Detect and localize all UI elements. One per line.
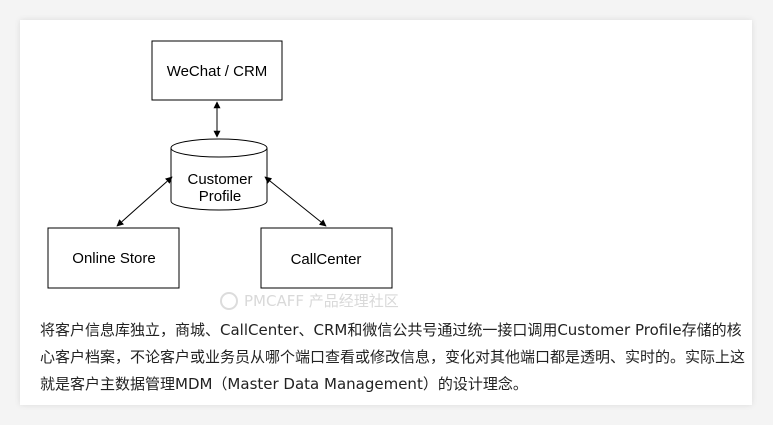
callcenter-label: CallCenter xyxy=(291,251,362,268)
pmcaff-logo-icon xyxy=(220,291,238,310)
customer-profile-node: Customer Profile xyxy=(170,138,268,211)
customer-profile-label-line2: Profile xyxy=(199,188,242,205)
watermark-text: PMCAFF 产品经理社区 xyxy=(244,292,399,310)
online-store-node: Online Store xyxy=(47,227,180,289)
wechat-crm-node: WeChat / CRM xyxy=(151,40,283,101)
wechat-crm-label: WeChat / CRM xyxy=(167,63,268,80)
caption-paragraph: 将客户信息库独立，商城、CallCenter、CRM和微信公共号通过统一接口调用… xyxy=(40,321,746,393)
customer-profile-label-line1: Customer xyxy=(187,171,252,188)
architecture-diagram: WeChat / CRM Customer Profile Online Sto… xyxy=(47,40,393,289)
content-card: WeChat / CRM Customer Profile Online Sto… xyxy=(20,20,752,405)
edge-onlinestore-profile xyxy=(116,176,173,227)
callcenter-node: CallCenter xyxy=(260,227,393,289)
online-store-label: Online Store xyxy=(72,250,155,267)
edge-callcenter-profile xyxy=(264,176,327,227)
watermark: PMCAFF 产品经理社区 xyxy=(220,290,399,311)
